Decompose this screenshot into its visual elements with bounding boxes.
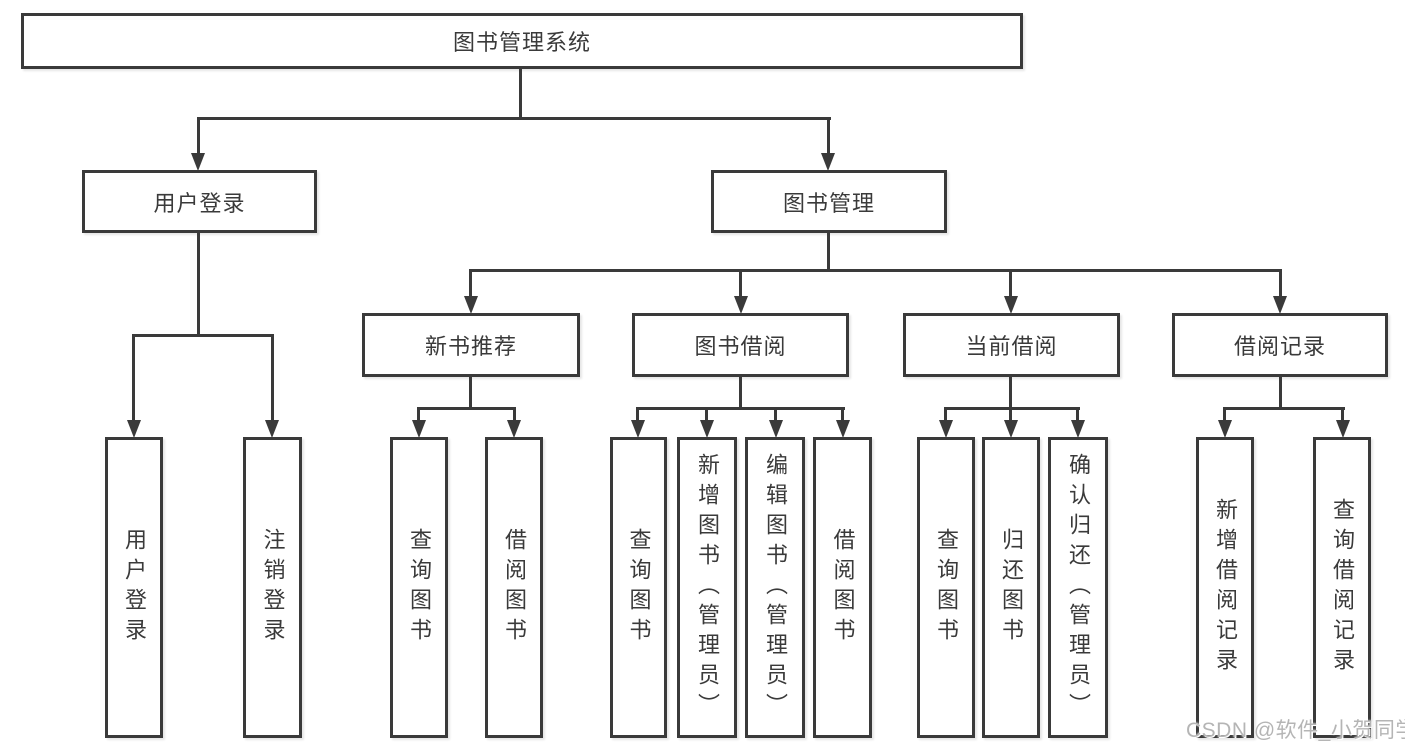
connector-recommend-stub [469, 377, 472, 409]
connector-to-records-add [1223, 407, 1226, 422]
arrowhead-current-return [1004, 420, 1018, 438]
connector-current-hline [944, 407, 1080, 410]
connector-to-current-confirm [1076, 407, 1079, 422]
leaf-current-return-books: 归还图书 [982, 437, 1040, 738]
leaf-borrow-edit-books-admin: 编辑图书（管理员） [745, 437, 805, 738]
connector-current-stub [1009, 377, 1012, 409]
connector-borrow-stub [739, 377, 742, 409]
node-new-book-recommend: 新书推荐 [362, 313, 580, 377]
connector-to-leaf-user-login [132, 334, 135, 422]
node-label: 借阅图书 [830, 527, 856, 648]
arrowhead-borrow-borrow [836, 420, 850, 438]
node-label: 图书管理系统 [452, 30, 591, 55]
connector-to-recommend-query [417, 407, 420, 422]
node-label: 注销登录 [260, 527, 286, 648]
node-label: 当前借阅 [965, 334, 1058, 359]
connector-to-new-book-recommend [469, 269, 472, 300]
connector-user-login-stub [197, 233, 200, 337]
connector-to-leaf-logout [271, 334, 274, 422]
arrowhead-leaf-user-login [127, 420, 141, 438]
node-root-library-management-system: 图书管理系统 [21, 13, 1023, 69]
arrowhead-user-login [191, 153, 205, 171]
arrowhead-leaf-logout [265, 420, 279, 438]
node-label: 新增借阅记录 [1213, 497, 1238, 678]
node-label: 用户登录 [122, 527, 147, 648]
leaf-user-login: 用户登录 [105, 437, 163, 738]
leaf-logout: 注销登录 [243, 437, 302, 738]
connector-to-borrow-records [1279, 269, 1282, 300]
node-label: 查询借阅记录 [1330, 497, 1355, 678]
arrowhead-current-query [939, 420, 953, 438]
node-label: 借阅图书 [502, 527, 527, 648]
node-label: 查询图书 [407, 527, 432, 648]
leaf-records-add-record: 新增借阅记录 [1196, 437, 1254, 738]
arrowhead-borrow-records [1273, 296, 1287, 314]
arrowhead-records-query [1336, 420, 1350, 438]
connector-records-stub [1279, 377, 1282, 409]
arrowhead-borrow-edit [769, 420, 783, 438]
connector-to-current-return [1009, 407, 1012, 422]
connector-to-current-query [944, 407, 947, 422]
leaf-borrow-add-books-admin: 新增图书（管理员） [677, 437, 737, 738]
arrowhead-records-add [1218, 420, 1232, 438]
node-user-login: 用户登录 [82, 170, 317, 233]
arrowhead-recommend-query [412, 420, 426, 438]
node-label: 用户登录 [153, 190, 246, 216]
connector-records-hline [1223, 407, 1345, 410]
arrowhead-borrow-add [700, 420, 714, 438]
node-label: 确认归还（管理员） [1066, 452, 1091, 723]
node-label: 图书借阅 [694, 334, 787, 359]
arrowhead-borrow-query [631, 420, 645, 438]
arrowhead-recommend-borrow [507, 420, 521, 438]
connector-borrow-hline [636, 407, 845, 410]
connector-to-borrow-borrow [841, 407, 844, 422]
node-book-borrow: 图书借阅 [632, 313, 849, 377]
connector-user-login-hline [132, 334, 274, 337]
node-current-borrow: 当前借阅 [903, 313, 1120, 377]
connector-to-borrow-add [705, 407, 708, 422]
node-label: 借阅记录 [1233, 334, 1326, 359]
leaf-borrow-query-books: 查询图书 [610, 437, 667, 738]
arrowhead-book-borrow [734, 296, 748, 314]
leaf-borrow-borrow-books: 借阅图书 [813, 437, 872, 738]
connector-root-stub [519, 69, 522, 119]
connector-to-borrow-query [636, 407, 639, 422]
connector-to-borrow-edit [774, 407, 777, 422]
arrowhead-current-confirm [1071, 420, 1085, 438]
connector-level1-hline [197, 117, 831, 120]
leaf-records-query-record: 查询借阅记录 [1313, 437, 1371, 738]
connector-to-book-borrow [739, 269, 742, 300]
leaf-recommend-query-books: 查询图书 [390, 437, 448, 738]
node-label: 查询图书 [934, 527, 959, 648]
connector-to-recommend-borrow [513, 407, 516, 422]
node-label: 图书管理 [782, 190, 875, 216]
node-label: 查询图书 [626, 527, 652, 648]
connector-to-user-login [197, 117, 200, 156]
leaf-current-query-books: 查询图书 [917, 437, 975, 738]
node-borrow-records: 借阅记录 [1172, 313, 1388, 377]
arrowhead-book-management [821, 153, 835, 171]
node-label: 新书推荐 [424, 334, 517, 359]
connector-to-book-management [827, 117, 830, 156]
leaf-current-confirm-return-admin: 确认归还（管理员） [1048, 437, 1108, 738]
csdn-watermark: CSDN @软件_小贺同学 [1186, 719, 1405, 742]
node-label: 新增图书（管理员） [695, 452, 720, 723]
connector-recommend-hline [417, 407, 516, 410]
leaf-recommend-borrow-books: 借阅图书 [485, 437, 543, 738]
node-label: 归还图书 [999, 527, 1024, 648]
arrowhead-new-book-recommend [464, 296, 478, 314]
connector-to-current-borrow [1009, 269, 1012, 300]
arrowhead-current-borrow [1004, 296, 1018, 314]
node-book-management: 图书管理 [711, 170, 947, 233]
connector-level2-hline [469, 269, 1282, 272]
node-label: 编辑图书（管理员） [763, 452, 788, 723]
connector-to-records-query [1341, 407, 1344, 422]
connector-book-management-stub [827, 233, 830, 272]
